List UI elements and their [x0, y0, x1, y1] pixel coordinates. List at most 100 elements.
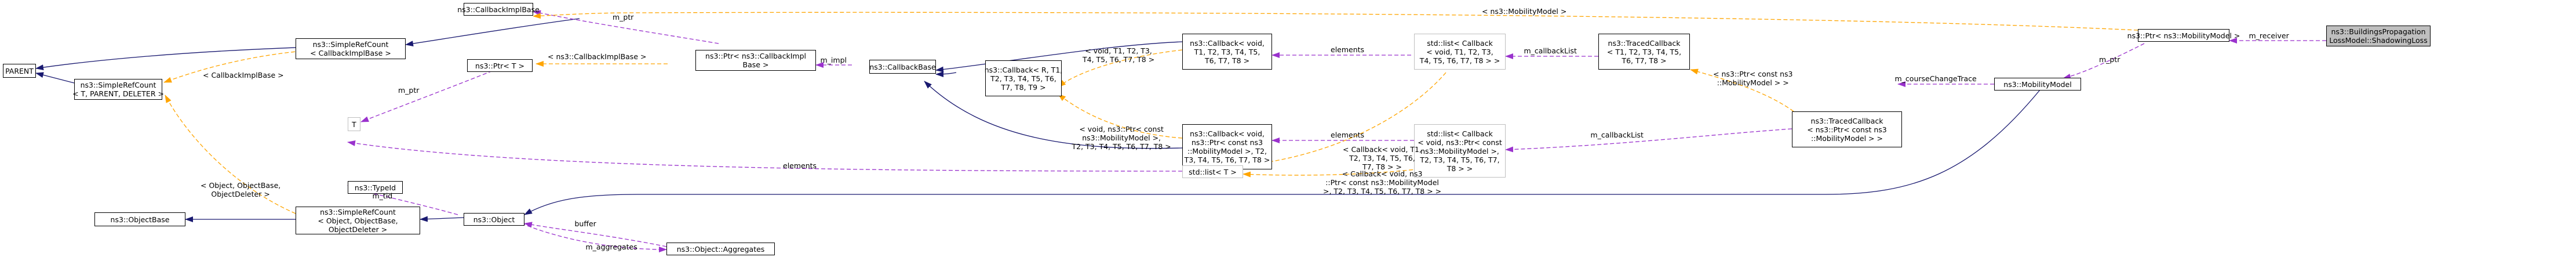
edge-template-object	[165, 95, 296, 214]
template-edges	[163, 12, 2138, 214]
node-label-line: T	[352, 120, 356, 129]
node-object-aggregates[interactable]: ns3::Object::Aggregates	[666, 243, 775, 255]
node-label-line: ns3::Object::Aggregates	[676, 244, 765, 254]
edge-label-elements-t: elements	[783, 161, 817, 170]
node-label-line: < ns3::Ptr< const ns3	[1807, 125, 1887, 134]
node-object[interactable]: ns3::Object	[464, 213, 524, 226]
edge-m-ptr-callback-impl	[533, 10, 719, 44]
edge-label-list-t-mobility-template: < Callback< void, ns3::Ptr< const ns3::M…	[1323, 169, 1441, 196]
node-label-line: ns3::TypeId	[354, 183, 396, 192]
node-label-line: T4, T5, T6, T7, T8 > >	[1419, 56, 1500, 65]
node-label-line: PARENT	[5, 66, 34, 75]
edge-label-elements-void: elements	[1331, 45, 1364, 54]
node-label-line: ::MobilityModel >, T2,	[1187, 147, 1267, 155]
node-traced-callback-mobility[interactable]: ns3::TracedCallback< ns3::Ptr< const ns3…	[1792, 111, 1902, 147]
node-ptr-mobility-model[interactable]: ns3::Ptr< ns3::MobilityModel >	[2127, 29, 2240, 42]
node-label-line: ns3::Callback< void,	[1190, 129, 1265, 138]
node-label-line: Base >	[742, 60, 769, 69]
edge-label-line: T2, T3, T4, T5, T6, T7, T8 >	[1072, 142, 1171, 151]
edge-template-callback-void	[1058, 49, 1183, 88]
node-label-line: T1, T2, T3, T4, T5,	[1194, 47, 1260, 56]
edge-label-list-t-void-template: < Callback< void, T1,T2, T3, T4, T5, T6,…	[1343, 145, 1422, 171]
edge-label-line: m_ptr	[613, 13, 634, 21]
edge-label-line: T7, T8 > >	[1362, 162, 1402, 171]
node-label-line: ns3::Ptr< ns3::CallbackImpl	[705, 52, 806, 60]
edge-label-buffer: buffer	[575, 219, 596, 228]
edge-template-list-t-mobility	[1243, 168, 1426, 178]
edge-label-line: < ns3::MobilityModel >	[1482, 7, 1567, 16]
edge-label-line: T4, T5, T6, T7, T8 >	[1083, 55, 1155, 64]
node-simple-ref-count-callback-impl[interactable]: ns3::SimpleRefCount< CallbackImplBase >	[296, 38, 406, 59]
edge-callback-void-to-callback-base	[935, 41, 1183, 73]
node-label-line: ns3::Ptr< ns3::MobilityModel >	[2127, 31, 2240, 40]
edge-label-line: < void, T1, T2, T3,	[1085, 46, 1152, 55]
node-label-line: T3, T4, T5, T6, T7, T8 >	[1184, 155, 1270, 164]
node-label-line: std::list< Callback	[1427, 129, 1493, 138]
edge-label-line: m_callbackList	[1590, 131, 1644, 139]
node-simple-ref-count-object[interactable]: ns3::SimpleRefCount< Object, ObjectBase,…	[296, 207, 420, 234]
edge-label-m-ptr-t: m_ptr	[398, 86, 419, 95]
node-label-line: < CallbackImplBase >	[310, 49, 391, 57]
edge-label-line: ::Ptr< const ns3::MobilityModel	[1325, 178, 1439, 187]
edge-label-elements-mobility: elements	[1331, 131, 1364, 139]
edge-label-line: < ns3::CallbackImplBase >	[548, 52, 647, 61]
node-callback-void-mobility[interactable]: ns3::Callback< void,ns3::Ptr< const ns3:…	[1182, 124, 1272, 169]
edge-label-line: < Object, ObjectBase,	[201, 181, 281, 190]
node-callback-void-t1-t8[interactable]: ns3::Callback< void,T1, T2, T3, T4, T5,T…	[1182, 34, 1272, 70]
edge-m-aggregates	[521, 223, 667, 252]
node-object-base[interactable]: ns3::ObjectBase	[94, 212, 185, 226]
node-list-callback-void[interactable]: std::list< Callback< void, T1, T2, T3,T4…	[1414, 34, 1506, 70]
node-label-line: < void, T1, T2, T3,	[1426, 47, 1493, 56]
node-label-line: std::list< Callback	[1427, 38, 1493, 48]
node-callback-t1-t9[interactable]: ns3::Callback< R, T1,T2, T3, T4, T5, T6,…	[985, 60, 1062, 96]
node-label-line: < Object, ObjectBase,	[318, 216, 398, 225]
node-callback-base[interactable]: ns3::CallbackBase	[869, 60, 936, 74]
edge-label-line: m_tid	[372, 191, 393, 200]
node-label-line: ns3::TracedCallback	[1608, 38, 1681, 48]
node-list-t[interactable]: std::list< T >	[1182, 165, 1243, 178]
node-label-line: T7, T8, T9 >	[1001, 82, 1046, 92]
edge-label-line: m_impl	[820, 56, 847, 64]
node-mobility-model[interactable]: ns3::MobilityModel	[1994, 78, 2081, 91]
node-label-line: ns3::Object	[473, 215, 515, 224]
edge-m-tid	[347, 185, 458, 215]
edge-label-m-receiver: m_receiver	[2249, 31, 2289, 40]
node-ptr-t[interactable]: ns3::Ptr< T >	[467, 59, 533, 72]
edge-label-line: m_ptr	[2099, 55, 2120, 64]
edge-buffer	[524, 222, 667, 247]
edge-label-line: T2, T3, T4, T5, T6,	[1349, 154, 1415, 162]
edge-label-line: ObjectDeleter >	[211, 190, 270, 198]
node-simple-ref-count-t-parent[interactable]: ns3::SimpleRefCount< T, PARENT, DELETER …	[72, 79, 164, 100]
node-label-line: ns3::BuildingsPropagation	[2331, 27, 2426, 36]
node-parent[interactable]: PARENT	[3, 64, 36, 78]
node-label-line: ns3::Callback< void,	[1190, 38, 1265, 48]
edge-label-line: >, T2, T3, T4, T5, T6, T7, T8 > >	[1323, 187, 1442, 196]
node-callback-impl-base[interactable]: ns3::CallbackImplBase	[457, 3, 540, 16]
edge-callback-t1-t9-to-callback-base	[935, 71, 957, 77]
edge-label-line: elements	[1331, 45, 1365, 54]
node-label-line: T2, T3, T4, T5, T6,	[990, 74, 1056, 83]
edge-label-m-impl: m_impl	[821, 56, 847, 64]
edge-template-traced-mobility	[1690, 68, 1794, 112]
node-traced-callback-t1-t8[interactable]: ns3::TracedCallback< T1, T2, T3, T4, T5,…	[1598, 34, 1690, 70]
edge-m-ptr-mobility	[2063, 43, 2145, 79]
node-list-callback-mobility[interactable]: std::list< Callback< void, ns3::Ptr< con…	[1414, 124, 1506, 178]
edge-label-line: < Callback< void, T1,	[1343, 145, 1422, 154]
edge-elements-t	[347, 140, 1183, 172]
node-label-line: ns3::SimpleRefCount	[80, 81, 156, 89]
node-t[interactable]: T	[348, 117, 360, 131]
edge-m-callback-list-mobility	[1505, 128, 1792, 153]
edge-label-m-tid: m_tid	[373, 191, 393, 200]
edge-label-line: < ns3::Ptr< const ns3	[1713, 70, 1793, 78]
edge-label-line: elements	[1331, 131, 1365, 139]
inheritance-edges	[35, 18, 2041, 222]
node-label-line: ns3::MobilityModel	[2003, 79, 2072, 89]
edge-object-to-simple-ref-count-object	[420, 216, 464, 222]
edge-label-m-ptr-mobility: m_ptr	[2099, 55, 2120, 64]
edge-label-void-t1-t8-template: < void, T1, T2, T3,T4, T5, T6, T7, T8 >	[1083, 46, 1154, 64]
edge-label-m-course-change-trace: m_courseChangeTrace	[1895, 74, 1977, 83]
node-type-id[interactable]: ns3::TypeId	[348, 181, 403, 194]
